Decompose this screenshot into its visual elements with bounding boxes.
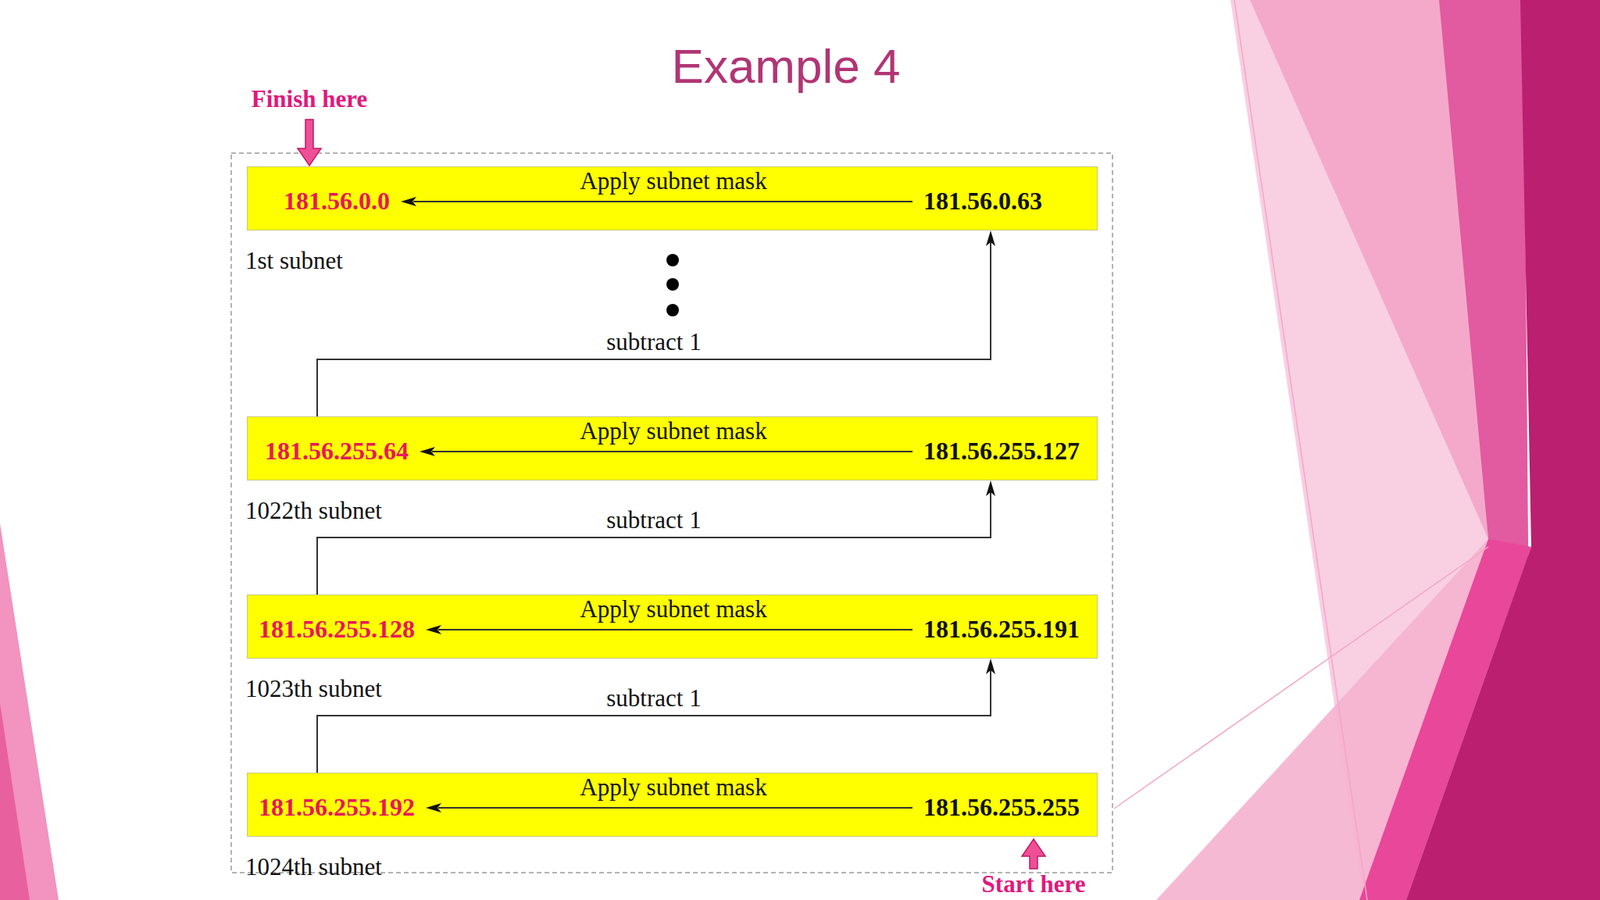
subnet-label: 1023th subnet: [245, 675, 383, 703]
arrow-head: [985, 658, 996, 675]
dashed-frame: [231, 153, 1113, 873]
connector-line: [317, 242, 991, 417]
finish-arrow: [297, 119, 322, 166]
start-label: Start here: [982, 871, 1086, 898]
arrow-line: [432, 450, 913, 453]
subtract-connector: [317, 658, 996, 773]
background-shape: [0, 523, 59, 900]
subnet-label: 1024th subnet: [245, 853, 383, 881]
arrow-line: [413, 200, 913, 203]
subnet-label: 1022th subnet: [245, 497, 383, 525]
arrow-caption: Apply subnet mask: [579, 596, 767, 623]
arrow-head: [400, 196, 417, 207]
subnet-label: 1st subnet: [245, 247, 343, 275]
arrow-line: [438, 628, 913, 631]
connector-line: [317, 670, 991, 773]
broadcast-address: 181.56.255.191: [923, 615, 1080, 643]
start-arrow: [1021, 839, 1046, 869]
background-line: [1114, 546, 1489, 809]
background-shape: [1406, 0, 1600, 900]
broadcast-address: 181.56.0.63: [923, 187, 1043, 215]
background-line: [1234, 0, 1368, 900]
arrow-caption: Apply subnet mask: [579, 774, 767, 801]
network-address: 181.56.255.192: [258, 793, 415, 822]
ellipsis-dot: [666, 278, 679, 291]
subnet-band: 181.56.0.0Apply subnet mask181.56.0.631s…: [246, 166, 1098, 231]
arrow-caption: Apply subnet mask: [579, 167, 767, 195]
arrow-head: [985, 230, 996, 247]
ellipsis-dot: [666, 253, 679, 267]
subnet-band: 181.56.255.64 Apply subnet mask 181.56.255…: [246, 416, 1098, 481]
subtract-connector: [317, 230, 996, 417]
slide-title: Example 4: [671, 39, 901, 93]
finish-label: Finish here: [251, 85, 368, 113]
subnet-band: 181.56.255.192 Apply subnet mask 181.56.25…: [246, 772, 1098, 837]
arrow-caption: Apply subnet mask: [579, 417, 767, 445]
edge-label: subtract 1: [601, 328, 706, 356]
arrow-head: [425, 625, 442, 635]
broadcast-address: 181.56.255.255: [923, 793, 1080, 822]
edge-label: subtract 1: [601, 685, 706, 712]
subtract-connector: [317, 480, 996, 595]
network-address: 181.56.0.0: [283, 187, 390, 215]
network-address: 181.56.255.128: [258, 615, 415, 643]
arrow-head: [985, 480, 996, 497]
broadcast-address: 181.56.255.127: [923, 437, 1080, 465]
network-address: 181.56.255.64: [264, 437, 409, 465]
background-shape: [0, 703, 30, 900]
arrow-head: [419, 446, 436, 457]
arrow-head: [425, 803, 442, 813]
edge-label: subtract 1: [601, 507, 706, 534]
ellipsis-dot: [666, 303, 679, 317]
connector-line: [317, 492, 991, 595]
arrow-line: [438, 807, 913, 809]
subnet-band: 181.56.255.128 Apply subnet mask 181.56.25…: [246, 594, 1098, 659]
